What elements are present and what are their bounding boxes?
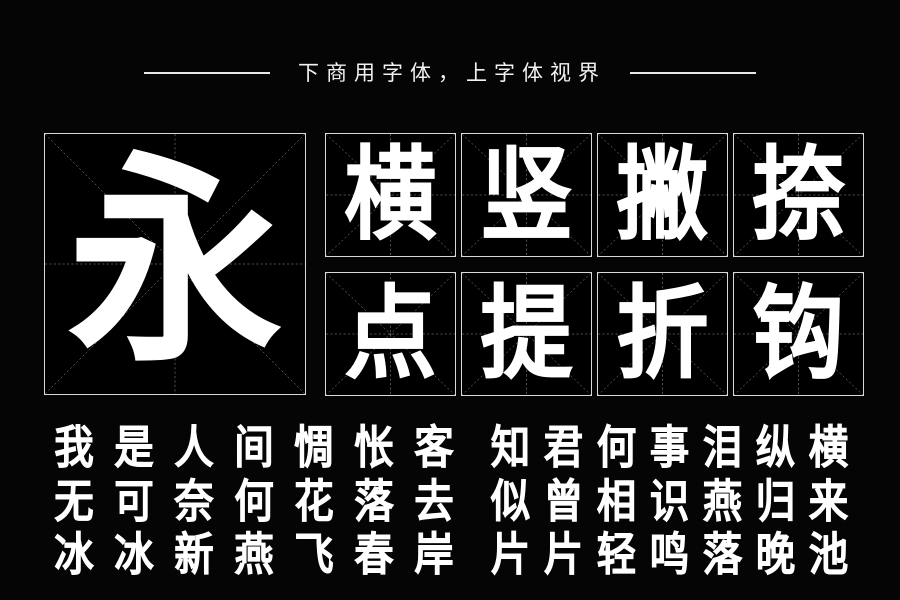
stroke-cell-1: 竖 [461, 133, 592, 257]
specimen-char: 归 [755, 475, 796, 528]
specimen-char: 泪 [702, 421, 743, 474]
specimen-char: 曾 [543, 475, 584, 528]
specimen-char: 岸 [414, 528, 454, 581]
specimen-char: 何 [234, 475, 274, 528]
stroke-glyph: 折 [616, 274, 709, 394]
stroke-cell-3: 捺 [733, 133, 864, 257]
specimen-char: 燕 [702, 475, 743, 528]
stroke-glyph: 横 [344, 135, 437, 255]
specimen-char: 来 [808, 475, 849, 528]
specimen-char: 相 [596, 475, 637, 528]
stroke-cell-5: 提 [461, 272, 592, 396]
specimen-char: 冰 [114, 528, 154, 581]
specimen-char: 是 [114, 421, 154, 474]
specimen-char: 轻 [596, 528, 637, 581]
specimen-char: 我 [54, 421, 94, 474]
main-character-cell: 永 [44, 133, 306, 395]
specimen-char: 惆 [294, 421, 334, 474]
stroke-glyph: 钩 [752, 274, 845, 394]
stroke-cell-2: 撇 [597, 133, 728, 257]
header-rule-left-icon [144, 72, 270, 74]
specimen-char: 知 [490, 421, 531, 474]
stroke-glyph: 捺 [752, 135, 845, 255]
specimen-char: 鸣 [649, 528, 690, 581]
header-rule-right-icon [630, 72, 756, 74]
specimen-row-2: 冰 冰 新 燕 飞 春 岸 片 片 轻 鸣 落 晚 池 [44, 531, 856, 579]
specimen-char: 怅 [354, 421, 394, 474]
specimen-char: 可 [114, 475, 154, 528]
specimen-char: 人 [174, 421, 214, 474]
stroke-cell-6: 折 [597, 272, 728, 396]
specimen-char: 花 [294, 475, 334, 528]
specimen-char: 间 [234, 421, 274, 474]
specimen-row-1-left: 无 可 奈 何 花 落 去 [44, 475, 464, 528]
specimen-char: 飞 [294, 528, 334, 581]
stroke-glyph: 撇 [616, 135, 709, 255]
specimen-char: 何 [596, 421, 637, 474]
stroke-glyph: 提 [480, 274, 573, 394]
specimen-char: 识 [649, 475, 690, 528]
character-grid-showcase: 永 横 竖 [44, 133, 864, 396]
page-title: 下商用字体，上字体视界 [298, 61, 606, 85]
main-character-glyph: 永 [68, 134, 282, 393]
specimen-char: 君 [543, 421, 584, 474]
specimen-char: 客 [414, 421, 454, 474]
specimen-char: 奈 [174, 475, 214, 528]
specimen-row-1: 无 可 奈 何 花 落 去 似 曾 相 识 燕 归 来 [44, 478, 856, 526]
specimen-char: 事 [649, 421, 690, 474]
specimen-char: 横 [808, 421, 849, 474]
specimen-char: 落 [702, 528, 743, 581]
specimen-char: 冰 [54, 528, 94, 581]
specimen-row-0: 我 是 人 间 惆 怅 客 知 君 何 事 泪 纵 横 [44, 424, 856, 472]
specimen-char: 去 [414, 475, 454, 528]
specimen-char: 似 [490, 475, 531, 528]
stroke-cell-0: 横 [325, 133, 456, 257]
specimen-char: 燕 [234, 528, 274, 581]
specimen-text-block: 我 是 人 间 惆 怅 客 知 君 何 事 泪 纵 横 无 可 [0, 418, 900, 588]
specimen-char: 纵 [755, 421, 796, 474]
specimen-row-1-right: 似 曾 相 识 燕 归 来 [484, 475, 856, 528]
specimen-row-2-right: 片 片 轻 鸣 落 晚 池 [484, 528, 856, 581]
specimen-char: 新 [174, 528, 214, 581]
specimen-char: 落 [354, 475, 394, 528]
stroke-cell-4: 点 [325, 272, 456, 396]
specimen-row-0-right: 知 君 何 事 泪 纵 横 [484, 421, 856, 474]
stroke-cell-7: 钩 [733, 272, 864, 396]
stroke-glyph: 点 [344, 274, 437, 394]
poster-header: 下商用字体，上字体视界 [0, 50, 900, 96]
specimen-char: 片 [490, 528, 531, 581]
specimen-char: 春 [354, 528, 394, 581]
stroke-glyph: 竖 [480, 135, 573, 255]
specimen-char: 无 [54, 475, 94, 528]
specimen-row-2-left: 冰 冰 新 燕 飞 春 岸 [44, 528, 464, 581]
specimen-char: 片 [543, 528, 584, 581]
specimen-char: 晚 [755, 528, 796, 581]
specimen-char: 池 [808, 528, 849, 581]
specimen-row-0-left: 我 是 人 间 惆 怅 客 [44, 421, 464, 474]
